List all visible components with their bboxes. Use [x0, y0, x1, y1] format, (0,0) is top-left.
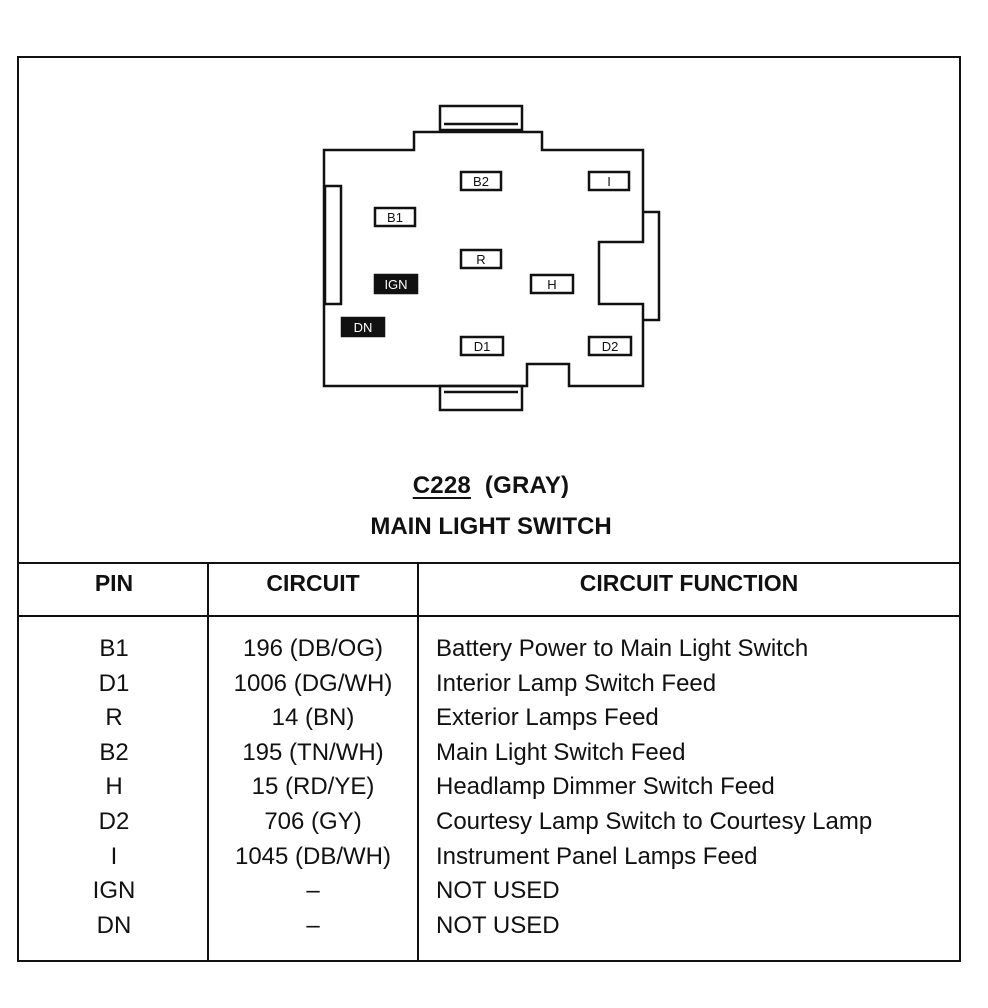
pin-label-b2: B2	[473, 174, 489, 189]
row-pin: DN	[96, 911, 132, 939]
row-pin: I	[110, 842, 118, 870]
pin-label-i: I	[607, 174, 611, 189]
pin-label-dn: DN	[354, 320, 373, 335]
connector-name: MAIN LIGHT SWITCH	[370, 513, 612, 540]
pin-cavity-i: I	[587, 170, 631, 192]
table-header-rule	[19, 615, 959, 617]
row-circuit: 706 (GY)	[264, 808, 362, 835]
table-top-rule	[19, 562, 959, 564]
pin-cavity-b2: B2	[459, 170, 503, 192]
pin-cavity-d1: D1	[459, 335, 505, 357]
connector-pinout-frame: B2 I B1 R IGN H DN D1	[17, 56, 961, 962]
connector-code: C228	[412, 472, 471, 499]
row-pin: H	[105, 773, 123, 801]
pin-label-r: R	[476, 252, 485, 267]
row-function: Battery Power to Main Light Switch	[436, 635, 809, 662]
pin-label-d2: D2	[602, 339, 619, 354]
row-circuit: 195 (TN/WH)	[242, 738, 384, 766]
row-pin: D2	[98, 808, 130, 835]
connector-title: C228 (GRAY)	[19, 472, 963, 500]
row-circuit: 1006 (DG/WH)	[233, 669, 393, 697]
pin-cavity-dn: DN	[340, 316, 386, 338]
row-circuit: 14 (BN)	[271, 704, 355, 732]
row-function: Instrument Panel Lamps Feed	[436, 842, 758, 870]
pin-cavity-r: R	[459, 248, 503, 270]
header-circuit: CIRCUIT	[266, 570, 360, 596]
connector-diagram: B2 I B1 R IGN H DN D1	[322, 104, 661, 412]
connector-bottom-latch	[438, 384, 524, 412]
row-function: NOT USED	[436, 877, 560, 905]
row-circuit: 1045 (DB/WH)	[234, 842, 392, 870]
pin-cavity-ign: IGN	[373, 273, 419, 295]
connector-color: (GRAY)	[484, 472, 570, 499]
connector-body-outline	[322, 130, 645, 388]
connector-top-latch	[438, 104, 524, 132]
row-pin: B2	[99, 738, 129, 766]
pin-cavity-b1: B1	[373, 206, 417, 228]
table-divider-circuit	[417, 562, 419, 962]
row-circuit: –	[306, 911, 320, 939]
row-circuit: 196 (DB/OG)	[242, 635, 384, 662]
pin-label-h: H	[547, 277, 556, 292]
header-pin: PIN	[94, 570, 134, 596]
row-circuit: 15 (RD/YE)	[251, 773, 375, 801]
row-function: Headlamp Dimmer Switch Feed	[436, 773, 775, 801]
pin-label-d1: D1	[474, 339, 491, 354]
row-circuit: –	[306, 877, 320, 905]
row-pin: B1	[99, 635, 129, 662]
row-function: Exterior Lamps Feed	[436, 704, 659, 732]
row-pin: R	[105, 704, 123, 732]
row-function: Interior Lamp Switch Feed	[436, 669, 717, 697]
connector-right-tab	[643, 210, 661, 322]
pin-cavity-h: H	[529, 273, 575, 295]
row-function: Courtesy Lamp Switch to Courtesy Lamp	[436, 808, 873, 835]
pin-label-ign: IGN	[384, 277, 407, 292]
row-function: NOT USED	[436, 911, 560, 939]
row-pin: IGN	[92, 877, 136, 905]
connector-left-rail	[323, 184, 343, 306]
pin-label-b1: B1	[387, 210, 403, 225]
header-circuit-function: CIRCUIT FUNCTION	[579, 570, 799, 596]
row-pin: D1	[98, 669, 130, 697]
row-function: Main Light Switch Feed	[436, 738, 686, 766]
pin-cavity-d2: D2	[587, 335, 633, 357]
table-divider-pin	[207, 562, 209, 962]
